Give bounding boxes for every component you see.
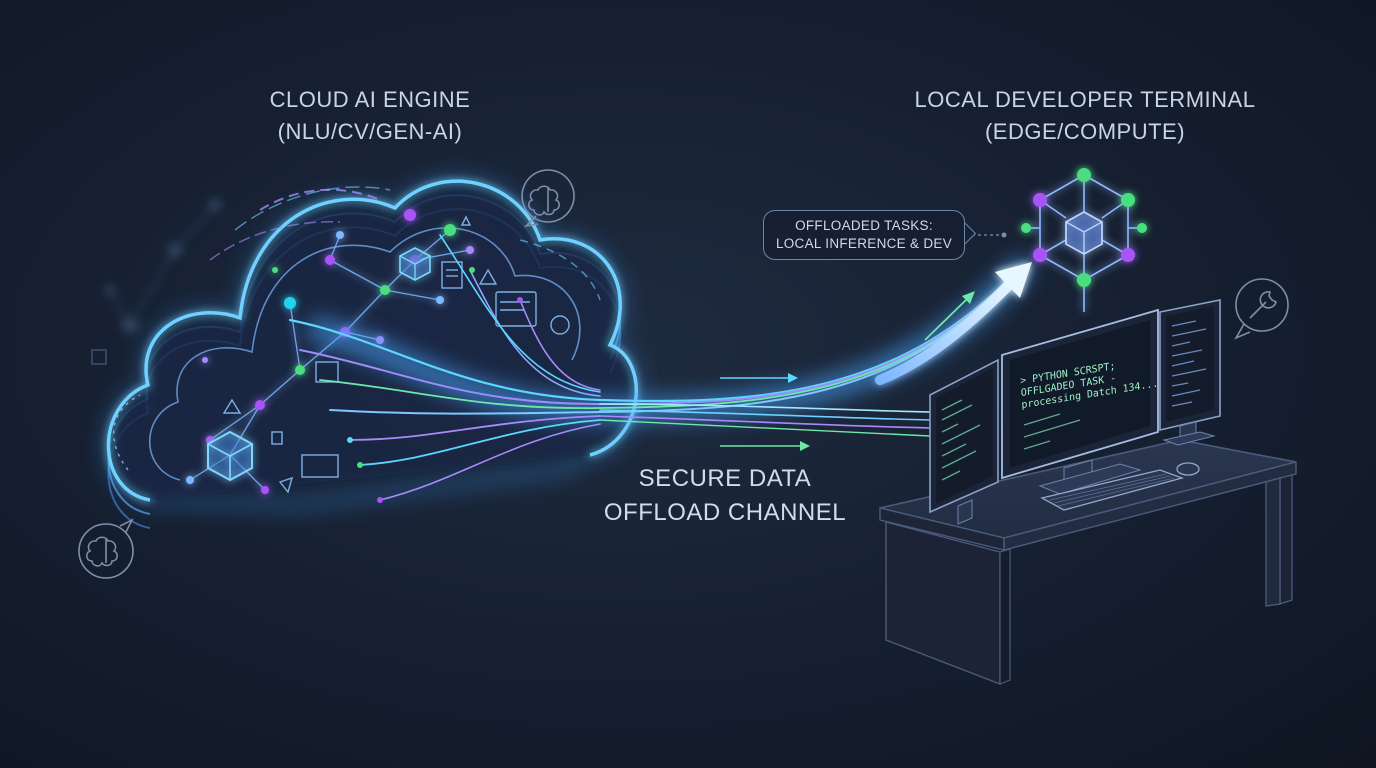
local-terminal-heading: LOCAL DEVELOPER TERMINAL (EDGE/COMPUTE)	[880, 84, 1290, 148]
cloud-engine-heading: CLOUD AI ENGINE (NLU/CV/GEN-AI)	[200, 84, 540, 148]
local-terminal-subtitle: (EDGE/COMPUTE)	[984, 119, 1186, 144]
stream-arrow-upper	[720, 373, 798, 383]
cloud-engine-title: CLOUD AI ENGINE	[269, 87, 471, 112]
network-cube-icon	[1021, 168, 1147, 312]
cloud-cube-large	[207, 430, 253, 482]
cloud-glyphs	[222, 215, 570, 494]
main-monitor	[1001, 308, 1159, 495]
side-monitor-right	[1159, 299, 1221, 446]
keyboard	[1040, 469, 1185, 511]
data-stream	[288, 234, 1033, 501]
offloaded-tasks-line1: OFFLOADED TASKS:	[795, 218, 933, 233]
stream-arrow-diagonal	[924, 291, 975, 341]
mouse	[1176, 462, 1200, 476]
offloaded-tasks-line2: LOCAL INFERENCE & DEV	[775, 236, 953, 251]
secure-channel-line1: SECURE DATA	[638, 465, 812, 492]
cloud-cube-small	[399, 247, 431, 281]
stream-arrow-lower	[720, 441, 810, 451]
stream-particles	[347, 267, 523, 503]
wrench-speech-bubble-icon	[1234, 278, 1289, 340]
brain-speech-bubble-icon-bottom	[78, 518, 134, 579]
local-terminal-title: LOCAL DEVELOPER TERMINAL	[914, 87, 1256, 112]
main-offload-arrow	[875, 262, 1032, 385]
cloud-engine-subtitle: (NLU/CV/GEN-AI)	[277, 119, 463, 144]
secure-channel-line2: OFFLOAD CHANNEL	[603, 499, 847, 526]
secure-channel-label: SECURE DATA OFFLOAD CHANNEL	[580, 462, 870, 530]
small-square-icon	[91, 349, 107, 365]
offloaded-tasks-callout: OFFLOADED TASKS: LOCAL INFERENCE & DEV	[763, 210, 965, 260]
brain-speech-bubble-icon-top	[521, 169, 575, 228]
side-monitor-left	[929, 358, 999, 525]
